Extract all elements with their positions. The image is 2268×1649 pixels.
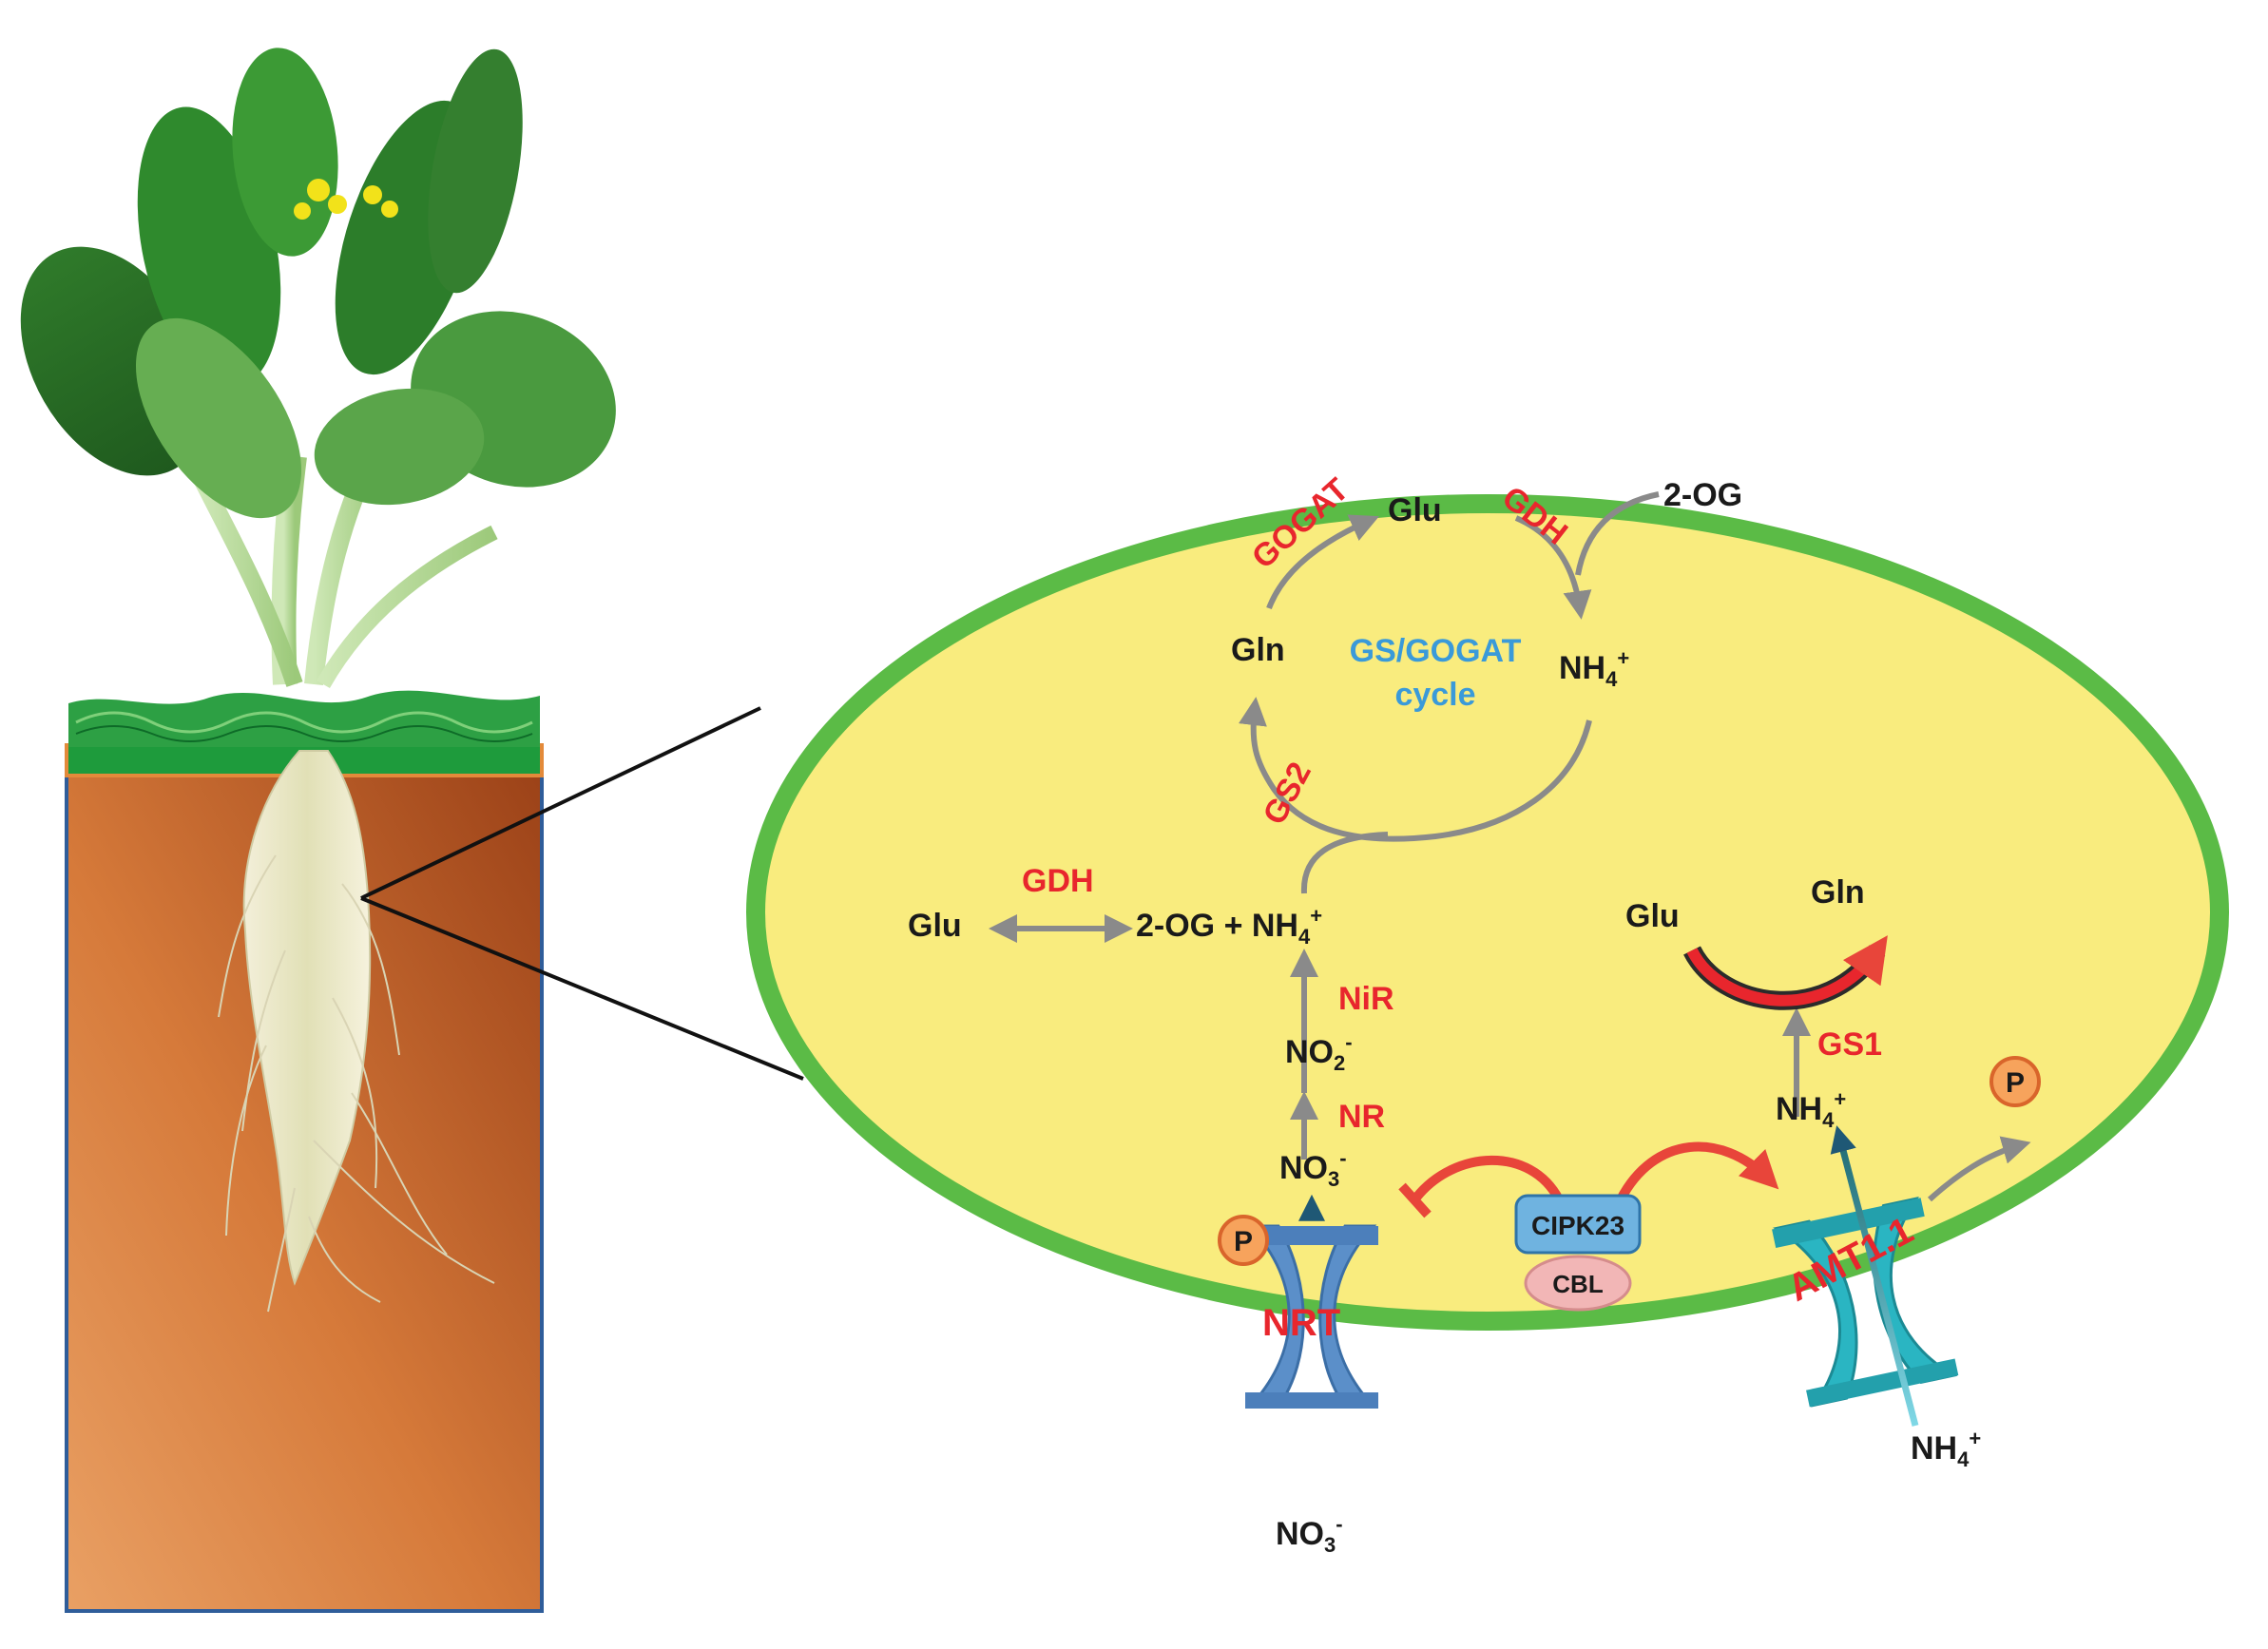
cycle-arrows [989, 491, 2031, 1202]
activation-arc [1616, 1141, 1779, 1202]
label-cipk23: CIPK23 [1531, 1211, 1624, 1240]
labels: Glu 2-OG Gln NH4+ GS/GOGAT cycle Glu 2-O… [908, 471, 2025, 1557]
inhibition-bar [1398, 1182, 1432, 1218]
root-mass [242, 750, 372, 1286]
label-nh4-cycle: NH4+ [1559, 646, 1629, 691]
enzyme-nr: NR [1338, 1099, 1385, 1135]
phospho-left [1218, 1215, 1269, 1266]
label-no2: NO2- [1285, 1030, 1353, 1075]
leaf-7 [314, 388, 485, 506]
nh4-uptake-arrow [1830, 1125, 1919, 1427]
stem-far-right [317, 525, 498, 688]
cbl-box [1524, 1255, 1632, 1312]
root-system [218, 750, 495, 1313]
label-phospho-right: P [2006, 1067, 2025, 1099]
arrow-cycle-bottom [1239, 697, 1592, 842]
enzyme-gs1: GS1 [1817, 1026, 1882, 1063]
label-cycle-line1: GS/GOGAT [1350, 633, 1522, 669]
root-hairs [218, 854, 495, 1313]
label-no3-out: NO3- [1276, 1512, 1343, 1557]
label-phospho-left: P [1234, 1226, 1253, 1257]
transporter-nrt-label: NRT [1262, 1302, 1340, 1344]
arrow-amt-to-phospho [1927, 1136, 2031, 1202]
enzyme-gdh-left: GDH [1022, 863, 1094, 899]
arrow-gln-to-glu [1266, 514, 1379, 610]
grass-texture [75, 711, 533, 734]
plant-shoot [20, 48, 616, 688]
flowers [294, 179, 398, 220]
label-nh4-out: NH4+ [1911, 1427, 1981, 1471]
phospho-right [1989, 1056, 2041, 1107]
label-nh4-in: NH4+ [1776, 1087, 1846, 1132]
cipk23-box [1514, 1194, 1642, 1255]
zoom-lines [360, 706, 804, 1081]
inhibition-arc [1413, 1155, 1564, 1202]
enzyme-nir: NiR [1338, 981, 1394, 1017]
label-glu-top: Glu [1388, 492, 1442, 528]
label-2og-nh4: 2-OG + NH4+ [1136, 904, 1322, 949]
label-gln-cycle: Gln [1231, 632, 1285, 668]
arrow-2og-merge [1575, 491, 1660, 576]
label-gln-right: Gln [1811, 874, 1865, 911]
label-no3-in: NO3- [1279, 1146, 1347, 1191]
grass-texture-2 [75, 725, 533, 742]
label-cycle-line2: cycle [1394, 677, 1475, 713]
cell [746, 494, 2229, 1331]
label-2og-top: 2-OG [1663, 477, 1742, 513]
label-glu-right: Glu [1625, 898, 1680, 934]
leaf-8 [135, 317, 302, 519]
arrow-glu-to-nh4 [1514, 515, 1592, 620]
leaf-3 [232, 48, 338, 257]
label-cbl: CBL [1552, 1270, 1604, 1298]
arrow-feed-cycle [1300, 832, 1389, 894]
label-glu-left: Glu [908, 908, 962, 944]
gs1-arc [1686, 935, 1888, 1007]
leaf-5 [428, 48, 523, 294]
